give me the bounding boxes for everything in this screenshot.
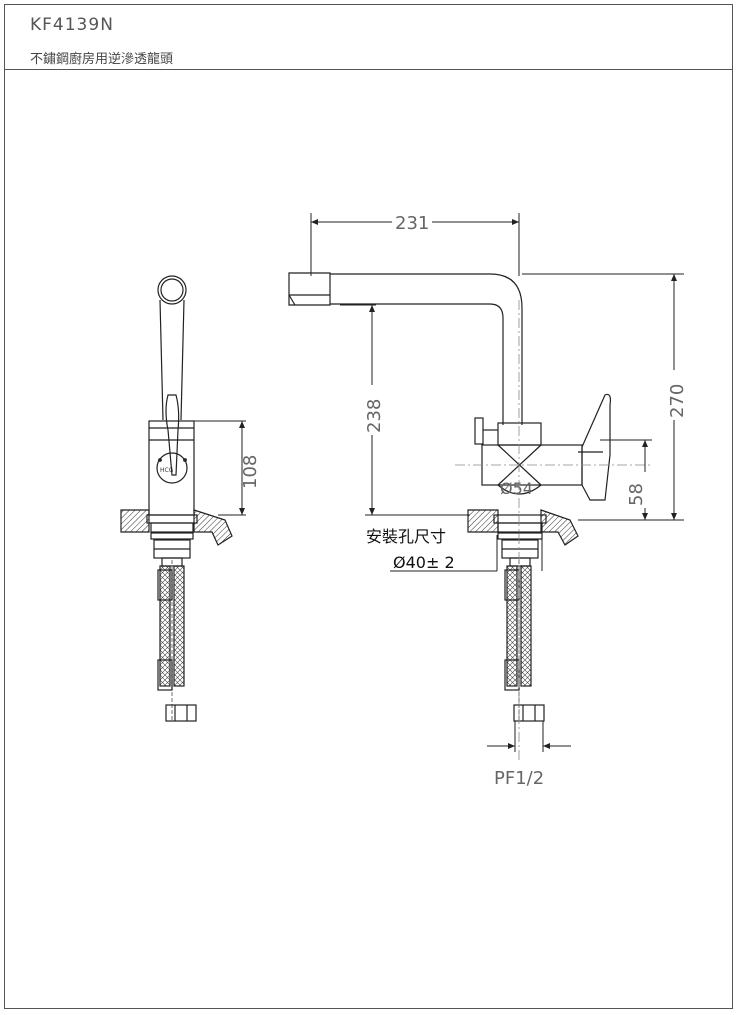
dim-270-mask bbox=[664, 370, 684, 420]
dimension-238 bbox=[340, 304, 470, 516]
dimension-108 bbox=[194, 420, 246, 516]
dim-238-mask bbox=[362, 385, 382, 435]
drawing-frame bbox=[4, 4, 733, 1009]
model-number: KF4139N bbox=[30, 15, 114, 35]
dim-label-diameter-54: Ø54 bbox=[500, 479, 533, 498]
brand-mark: HCG bbox=[160, 467, 174, 474]
install-hole-leader bbox=[390, 535, 543, 572]
dimension-270 bbox=[522, 273, 684, 521]
title-block: KF4139N 不鏽鋼廚房用逆滲透龍頭 bbox=[4, 4, 733, 70]
dim-58-mask bbox=[628, 472, 650, 508]
dimension-pf bbox=[487, 721, 571, 752]
side-view bbox=[288, 272, 612, 722]
install-hole-label: 安裝孔尺寸 bbox=[366, 527, 446, 546]
front-view: HCG bbox=[120, 275, 233, 722]
dim-label-270: 270 bbox=[667, 384, 688, 418]
dim-label-231: 231 bbox=[395, 213, 429, 234]
product-name: 不鏽鋼廚房用逆滲透龍頭 bbox=[30, 52, 174, 67]
dim-label-108: 108 bbox=[240, 455, 261, 489]
front-logo-disc bbox=[156, 452, 188, 484]
spout-top-circle bbox=[157, 275, 187, 305]
dim-label-238: 238 bbox=[364, 399, 385, 433]
fitting-thread-label: PF1/2 bbox=[494, 768, 544, 789]
install-hole-value: Ø40± 2 bbox=[393, 553, 455, 572]
dim-label-58: 58 bbox=[626, 483, 647, 506]
dim-231-mask bbox=[392, 212, 432, 232]
